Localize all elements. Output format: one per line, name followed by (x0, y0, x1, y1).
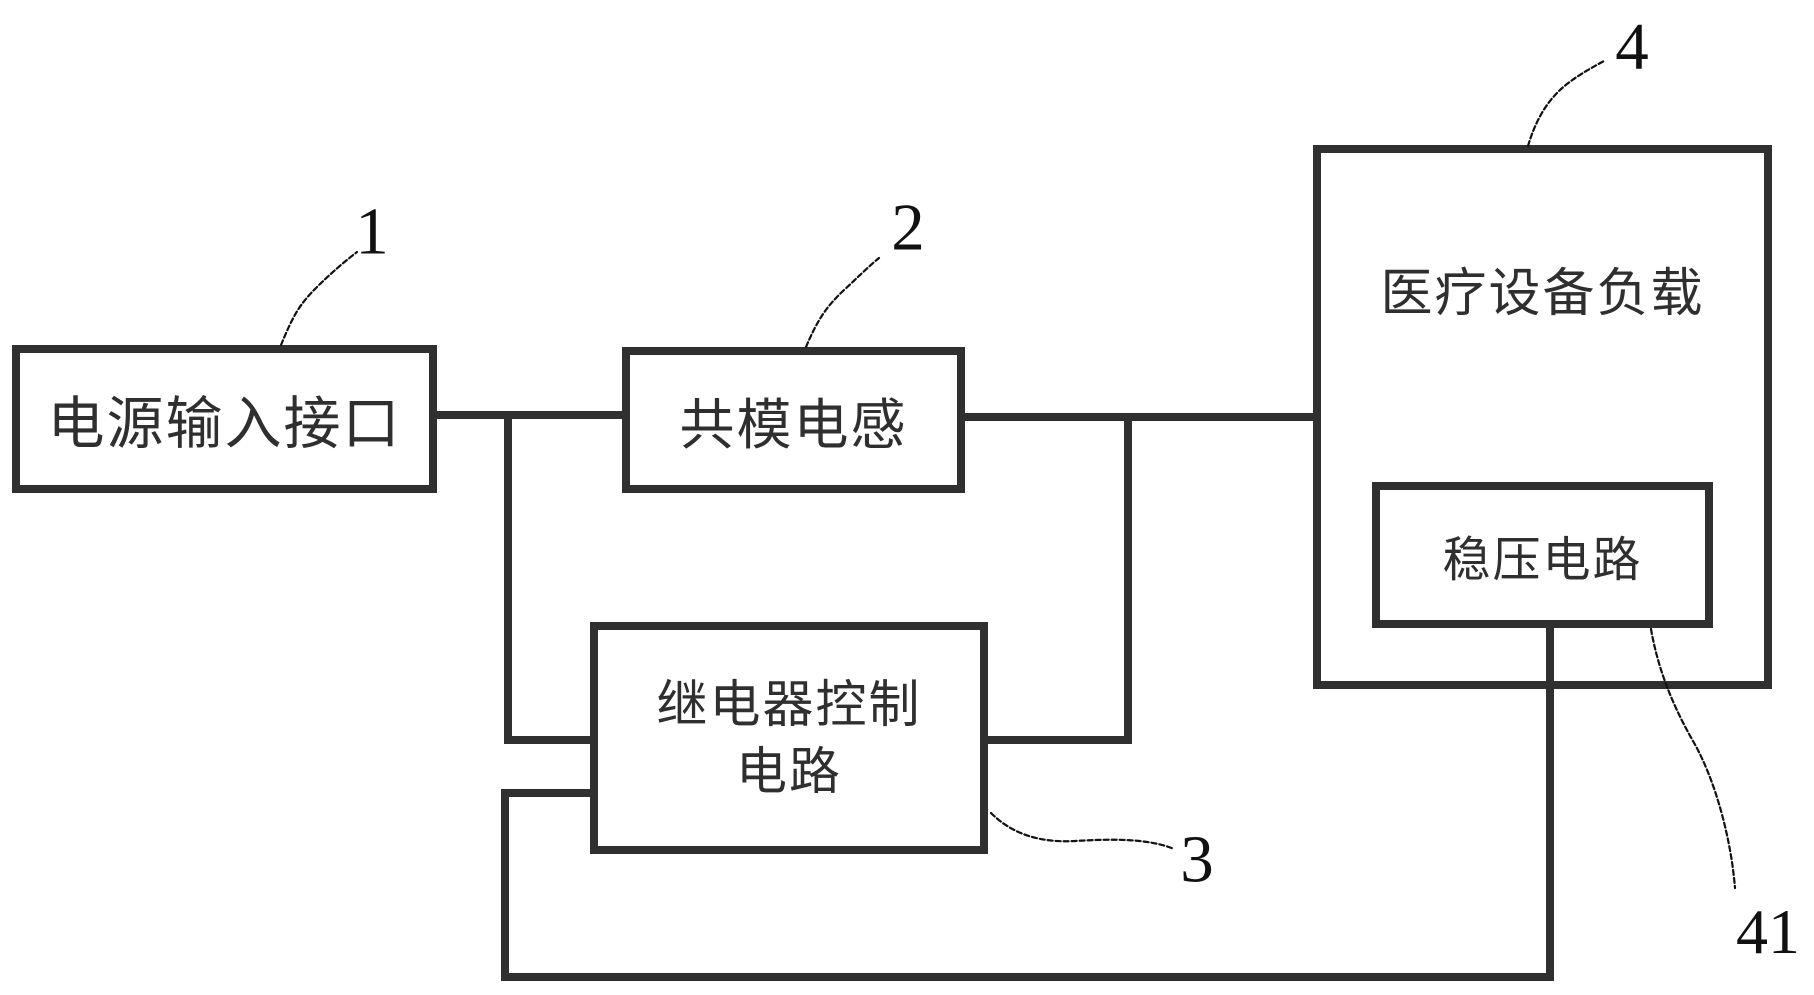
relay-control-label: 继电器控制 电路 (656, 671, 921, 806)
wire-inductor-to-load (965, 413, 1313, 421)
medical-load-label: 医疗设备负载 (1380, 265, 1705, 323)
wire-regulator-vertical (1546, 628, 1554, 981)
ref-numeral-2: 2 (891, 190, 925, 265)
wire-bottom-run (501, 973, 1554, 981)
leader-line-2 (804, 256, 881, 349)
relay-control-label-line1: 继电器控制 (656, 675, 922, 733)
ref-numeral-41: 41 (1736, 896, 1800, 967)
ref-numeral-1: 1 (355, 194, 389, 269)
voltage-regulator-label: 稳压电路 (1442, 534, 1643, 587)
ref-numeral-3: 3 (1180, 822, 1214, 897)
power-input-label: 电源输入接口 (47, 392, 402, 456)
wire-input-branch-vertical (504, 415, 512, 744)
wire-relay-to-load-branch (988, 736, 1132, 744)
wire-power-to-inductor (437, 411, 622, 419)
voltage-regulator-block: 稳压电路 (1372, 482, 1713, 628)
wire-relay-left-horizontal (501, 789, 590, 797)
leader-line-1 (279, 250, 359, 347)
wire-load-branch-vertical (1124, 417, 1132, 744)
leader-line-4 (1526, 59, 1606, 148)
ref-numeral-4: 4 (1615, 9, 1649, 84)
common-mode-inductor-label: 共模电感 (679, 394, 908, 456)
wire-input-branch-to-relay (504, 736, 590, 744)
relay-control-label-line2: 电路 (735, 743, 842, 800)
medical-load-block: 医疗设备负载 稳压电路 (1313, 145, 1772, 689)
power-input-block: 电源输入接口 (12, 345, 437, 493)
relay-control-block: 继电器控制 电路 (590, 622, 988, 854)
common-mode-inductor-block: 共模电感 (622, 347, 965, 493)
wire-relay-left-vertical (501, 789, 509, 981)
leader-line-3 (989, 811, 1176, 851)
